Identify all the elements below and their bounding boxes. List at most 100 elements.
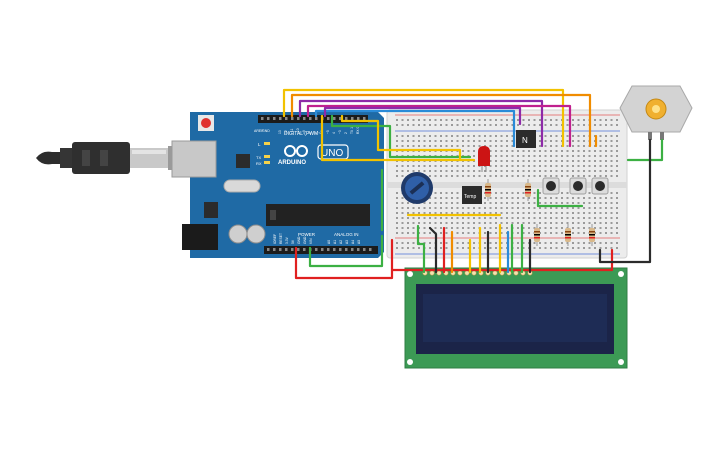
pin-label: RX 0 — [356, 127, 360, 134]
wire-green-right — [536, 188, 584, 208]
wires[interactable] — [282, 88, 664, 280]
temperature-sensor[interactable]: Temp — [462, 186, 482, 204]
pin-label: 5V — [291, 239, 295, 244]
lcd-pin[interactable] — [429, 270, 435, 276]
wire-black-motor — [598, 138, 652, 264]
resistors[interactable] — [485, 179, 595, 246]
lcd-mount-hole — [618, 359, 624, 365]
wire-green-top — [330, 114, 472, 159]
push-button-2[interactable] — [569, 177, 587, 195]
arduino-infinity-logo — [284, 145, 308, 157]
lcd-screen — [423, 294, 607, 342]
digital-label: DIGITAL (PWM~) — [284, 131, 323, 137]
wire-red-right — [391, 248, 614, 272]
capacitor-2 — [246, 224, 266, 244]
dc-motor[interactable] — [619, 85, 693, 140]
usb-cable[interactable] — [36, 142, 172, 174]
pin-label: ~9 — [302, 130, 306, 134]
resistor[interactable] — [589, 224, 595, 246]
voltage-regulator — [204, 202, 218, 218]
resistor[interactable] — [534, 224, 540, 246]
model-label: UNO — [321, 148, 343, 159]
tx-label: TX — [256, 155, 261, 160]
capacitor-1 — [228, 224, 248, 244]
pin-label: 2 — [344, 132, 348, 134]
pin-label: 4 — [332, 132, 336, 134]
pin-label: ~11 — [290, 128, 294, 134]
resistor[interactable] — [525, 179, 531, 201]
usb-chip — [236, 154, 250, 168]
digital-header[interactable] — [258, 115, 368, 123]
gnd-label: GND — [262, 129, 270, 133]
push-button-3[interactable] — [591, 177, 609, 195]
pin-label: A3 — [345, 240, 349, 244]
pin-label: ~10 — [296, 128, 300, 134]
wire-purple-top — [298, 99, 544, 148]
lcd-pin[interactable] — [471, 270, 477, 276]
breadboard[interactable] — [386, 109, 628, 259]
push-button-1[interactable] — [542, 177, 560, 195]
wire-yellow-top — [282, 88, 565, 148]
red-led[interactable] — [478, 146, 490, 172]
power-label: POWER — [298, 232, 316, 237]
pin-label: A1 — [333, 240, 337, 244]
wire-blue-top — [314, 109, 516, 148]
pin-label: 7 — [314, 132, 318, 134]
wire-yellow-left — [320, 114, 476, 162]
wire-green-bottom — [308, 234, 384, 268]
lcd-mount-hole — [618, 271, 624, 277]
lcd-pin[interactable] — [513, 270, 519, 276]
power-jack — [182, 224, 218, 250]
pin-label: A5 — [357, 240, 361, 244]
pin-label: A0 — [327, 240, 331, 244]
reset-button-cap[interactable] — [201, 118, 211, 128]
wire-purple-n — [323, 106, 522, 126]
pin-label: ~3 — [338, 130, 342, 134]
wire-magenta-top — [306, 104, 572, 148]
atmega-chip — [266, 204, 370, 226]
tx-indicator — [264, 155, 270, 158]
usb-port — [171, 140, 217, 178]
pin-label: 8 — [308, 132, 312, 134]
analog-label: ANALOG IN — [334, 232, 359, 237]
transistor-label: N — [522, 136, 528, 145]
wire-yellow-mid — [340, 114, 462, 162]
lcd-mount-hole — [407, 271, 413, 277]
pin-label: RESET — [279, 233, 283, 244]
pin-label: IOREF — [273, 234, 277, 244]
wire-red-bottom — [294, 238, 394, 280]
pin-label: TX 1 — [350, 127, 354, 134]
lcd-pin[interactable] — [492, 270, 498, 276]
wire-green-lcd-1 — [416, 224, 426, 274]
rx-indicator — [264, 161, 270, 164]
aref-label: AREF — [254, 129, 263, 133]
resistor[interactable] — [565, 224, 571, 246]
lcd-pin[interactable] — [436, 270, 442, 276]
led-l-label: L — [258, 142, 261, 147]
pin-label: 3.3V — [285, 236, 289, 244]
potentiometer[interactable] — [401, 172, 433, 204]
npn-transistor[interactable]: N — [516, 130, 536, 148]
pin-label: GND — [303, 236, 307, 244]
led-l-indicator — [264, 142, 270, 145]
wire-orange-top — [290, 93, 592, 148]
temp-sensor-label: Temp — [464, 194, 476, 200]
lcd-mount-hole — [407, 359, 413, 365]
pin-label: ~5 — [326, 130, 330, 134]
pin-label: GND — [297, 236, 301, 244]
lcd-16x2-display[interactable] — [404, 267, 628, 369]
arduino-uno-board[interactable]: DIGITAL (PWM~) ARDUINO UNO POWER ANALOG … — [171, 112, 384, 258]
pin-label: A2 — [339, 240, 343, 244]
arduino-brand: ARDUINO — [278, 160, 306, 166]
lcd-pin[interactable] — [457, 270, 463, 276]
lcd-pin[interactable] — [464, 270, 470, 276]
push-buttons[interactable] — [542, 177, 609, 195]
rx-label: RX — [256, 161, 262, 166]
pin-label: 12 — [284, 130, 288, 134]
resistor[interactable] — [485, 179, 491, 201]
